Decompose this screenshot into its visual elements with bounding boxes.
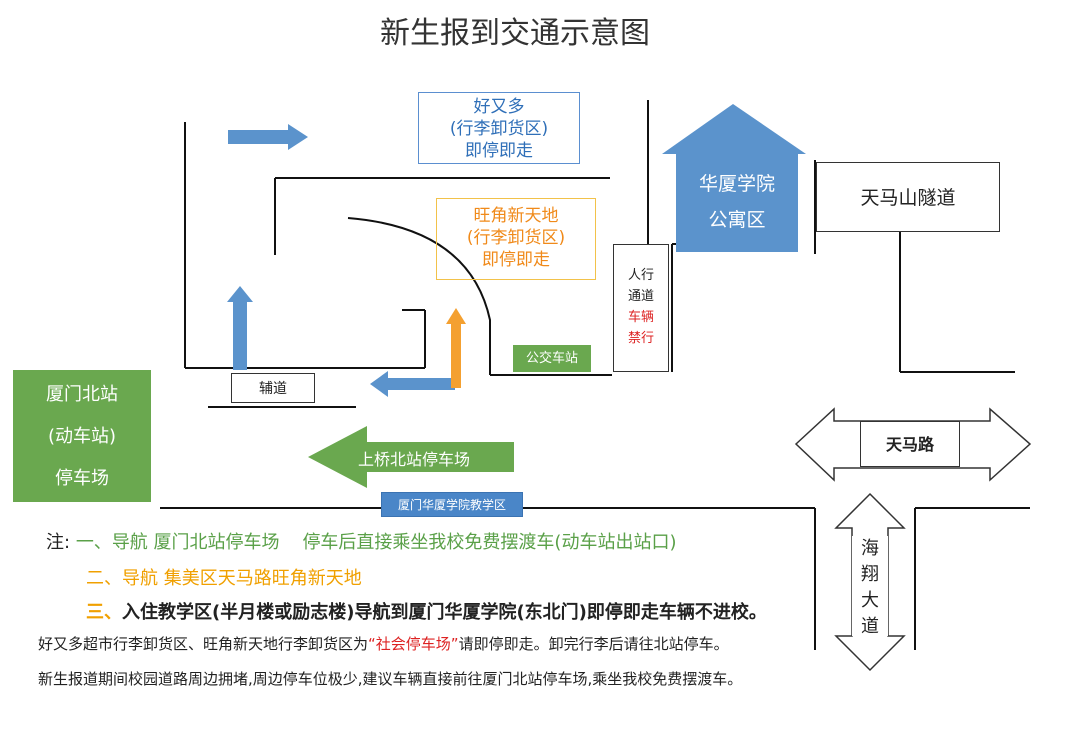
note-4-b: 请即停即走。卸完行李后请往北站停车。 (458, 635, 729, 653)
wangjiao-unloading-area: 旺角新天地 (行李卸货区) 即停即走 (436, 198, 596, 280)
wangjiao-zone: (行李卸货区) (466, 228, 566, 248)
note-1: 注: 一、导航 厦门北站停车场 停车后直接乘坐我校免费摆渡车(动车站出站口) (46, 528, 676, 554)
arrow-up-orange (446, 308, 466, 388)
note-5: 新生报道期间校园道路周边拥堵,周边停车位极少,建议车辆直接前往厦门北站停车场,乘… (38, 670, 743, 688)
haoyouduo-zone: (行李卸货区) (449, 119, 549, 139)
apartment-roof (662, 104, 806, 154)
walkway-ban2: 禁行 (627, 331, 654, 346)
pedestrian-walkway: 人行 通道 车辆 禁行 (613, 244, 669, 372)
wangjiao-rule: 即停即走 (482, 250, 550, 270)
haixiang-char4: 道 (861, 616, 879, 637)
arrow-left-green (308, 426, 514, 488)
haixiang-char3: 大 (861, 590, 879, 611)
note-1-dest: 厦门北站停车场 (153, 532, 280, 553)
haoyouduo-name: 好又多 (473, 97, 525, 117)
note-4-red: “社会停车场” (368, 635, 459, 653)
haixiang-char1: 海 (861, 538, 879, 559)
walkway-ban1: 车辆 (627, 310, 654, 325)
note-2-num: 二、 (86, 568, 122, 589)
note-3-num: 三、 (86, 602, 122, 623)
tianma-road-label: 天马路 (860, 421, 960, 467)
xmn-line2: (动车站) (47, 426, 117, 447)
walkway-line1: 人行 (627, 268, 654, 283)
xmn-line1: 厦门北站 (46, 384, 118, 405)
note-3: 三、入住教学区(半月楼或励志楼)导航到厦门华厦学院(东北门)即停即走车辆不进校。 (86, 598, 767, 624)
curved-road (347, 217, 491, 375)
walkway-line2: 通道 (627, 289, 654, 304)
note-2: 二、导航 集美区天马路旺角新天地 (86, 564, 362, 590)
apartment-school: 华厦学院 (698, 173, 775, 195)
xiamen-north-station-parking: 厦门北站 (动车站) 停车场 (13, 370, 151, 502)
note-1-num: 一、 (75, 532, 112, 553)
tianma-tunnel: 天马山隧道 (816, 162, 1000, 232)
page-title: 新生报到交通示意图 (380, 16, 650, 51)
bus-station: 公交车站 (513, 345, 591, 372)
note-2-dest: 集美区天马路旺角新天地 (163, 568, 362, 589)
wangjiao-name: 旺角新天地 (473, 206, 559, 226)
arrow-up-blue (227, 286, 253, 370)
note-1-nav: 导航 (111, 532, 148, 553)
apartment-building: 华厦学院 公寓区 (676, 154, 798, 252)
note-2-nav: 导航 (122, 568, 158, 589)
note-prefix: 注: (46, 532, 71, 553)
haixiang-avenue-label: 海 翔 大 道 (852, 536, 888, 637)
shangqiao-parking-label: 上桥北站停车场 (358, 450, 471, 469)
arrow-left-blue (370, 371, 455, 397)
xmn-line3: 停车场 (55, 468, 109, 489)
teaching-area-label: 厦门华厦学院教学区 (381, 492, 523, 517)
note-4-a: 好又多超市行李卸货区、旺角新天地行李卸货区为 (38, 635, 369, 653)
note-3-text: 入住教学区(半月楼或励志楼)导航到厦门华厦学院(东北门)即停即走车辆不进校。 (122, 602, 767, 623)
haoyouduo-rule: 即停即走 (465, 141, 533, 161)
side-road: 辅道 (231, 373, 315, 403)
apartment-area: 公寓区 (708, 209, 766, 231)
arrow-right-blue-top (228, 124, 308, 150)
road-edges (160, 100, 1030, 650)
haixiang-char2: 翔 (861, 564, 879, 585)
note-1-text: 停车后直接乘坐我校免费摆渡车(动车站出站口) (302, 532, 677, 553)
haoyouduo-unloading-area: 好又多 (行李卸货区) 即停即走 (418, 92, 580, 164)
note-4: 好又多超市行李卸货区、旺角新天地行李卸货区为“社会停车场”请即停即走。卸完行李后… (38, 633, 729, 654)
